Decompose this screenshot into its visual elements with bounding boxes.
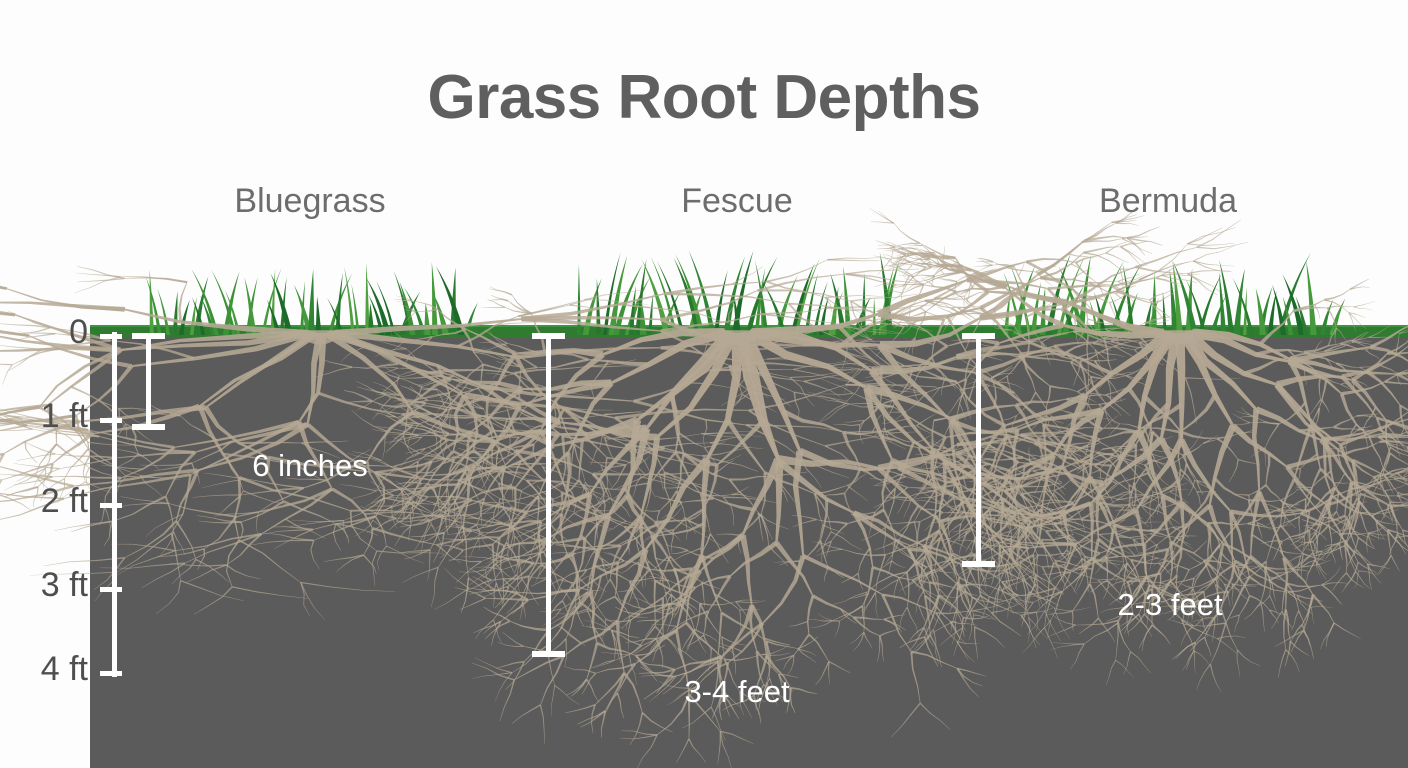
depth-value-bermuda: 2-3 feet [1117,587,1223,622]
axis-label-0: 0 [69,313,88,351]
measure-stem-bluegrass [146,333,151,430]
axis-tick-2 [100,503,122,508]
measure-stem-fescue [546,333,551,657]
measure-cap-top-fescue [532,333,565,339]
measure-cap-bottom-bluegrass [132,424,165,430]
grass-tuft-bluegrass [145,262,478,335]
measure-cap-bottom-fescue [532,651,565,657]
measure-cap-top-bermuda [962,333,995,339]
axis-label-2: 2 ft [40,482,88,520]
depth-value-bluegrass: 6 inches [252,448,368,483]
axis-label-3: 3 ft [40,566,88,604]
depth-measure-bermuda [962,333,995,567]
species-label-fescue: Fescue [681,182,793,220]
axis-tick-1 [100,418,122,423]
grass-tuft-bermuda [1003,252,1346,335]
root-system-fescue [315,206,1249,768]
root-system-bluegrass [0,257,944,620]
page-title: Grass Root Depths [427,63,981,132]
axis-label-1: 1 ft [40,397,88,435]
measure-cap-top-bluegrass [132,333,165,339]
species-label-bermuda: Bermuda [1099,182,1237,220]
measure-stem-bermuda [976,333,981,567]
depth-measure-fescue [532,333,565,657]
axis-tick-4 [100,671,122,676]
axis-tick-3 [100,587,122,592]
species-label-bluegrass: Bluegrass [234,182,386,220]
depth-measure-bluegrass [132,333,165,430]
depth-value-fescue: 3-4 feet [684,674,790,709]
axis-tick-0 [100,334,122,339]
axis-label-4: 4 ft [40,650,88,688]
measure-cap-bottom-bermuda [962,561,995,567]
root-system-bermuda [806,208,1408,693]
